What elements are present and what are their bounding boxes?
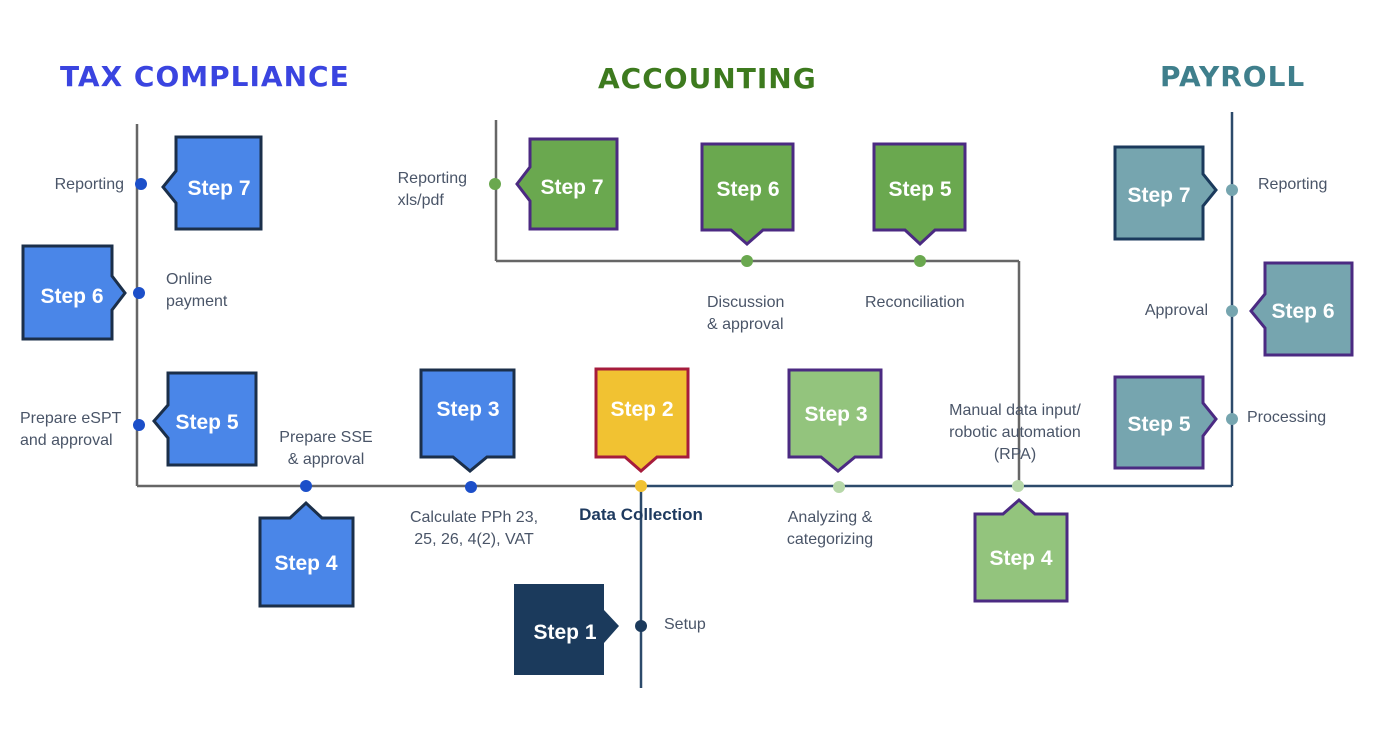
acc-step5-box: Step 5 [872,142,967,247]
pay-step6-label: Step 6 [1271,300,1334,323]
dot-tax-step4 [300,480,312,492]
accounting-title: ACCOUNTING [598,62,817,95]
payroll-title: PAYROLL [1160,60,1306,93]
pay-step5-desc: Processing [1247,409,1327,426]
step1-label: Step 1 [533,621,596,644]
pay-step7-desc: Reporting [1258,176,1328,193]
dot-pay-step6 [1226,305,1238,317]
acc-step6-box: Step 6 [700,142,795,246]
tax-step7-box: Step 7 [161,135,263,231]
dot-pay-step5 [1226,413,1238,425]
pay-step5-label: Step 5 [1127,413,1190,436]
step2-label: Step 2 [610,398,673,421]
tax-step7-desc: Reporting [54,176,124,193]
acc-step4-desc: Manual data input/ robotic automation (R… [949,402,1081,463]
acc-step7-label: Step 7 [540,176,603,199]
tax-step3-label: Step 3 [436,398,499,421]
dot-step2 [635,480,647,492]
tax-step4-desc: Prepare SSE & approval [279,429,373,468]
pay-step6-desc: Approval [1144,302,1208,319]
dot-acc-step4 [1012,480,1024,492]
pay-step6-box: Step 6 [1249,261,1354,357]
tax-step7-label: Step 7 [187,177,250,200]
dot-acc-step7 [489,178,501,190]
acc-step5-desc: Reconciliation [865,294,965,311]
dot-tax-step7 [135,178,147,190]
tax-step5-desc: Prepare eSPT and approval [20,410,122,449]
dot-step1 [635,620,647,632]
tax-step6-box: Step 6 [21,244,127,341]
timeline-dots [133,178,1238,632]
tax-step5-label: Step 5 [175,411,238,434]
tax-step3-box: Step 3 [419,368,516,473]
acc-step3-desc: Analyzing & categorizing [786,509,874,548]
data-collection-label: Data Collection [579,505,703,524]
tax-step6-label: Step 6 [40,285,103,308]
acc-step4-box: Step 4 [973,498,1069,603]
acc-step3-label: Step 3 [804,403,867,426]
pay-step7-box: Step 7 [1113,145,1218,241]
step2-box: Step 2 [594,367,690,473]
step1-desc: Setup [664,616,706,633]
tax-compliance-title: TAX COMPLIANCE [60,60,350,93]
tax-step4-box: Step 4 [258,500,355,608]
dot-pay-step7 [1226,184,1238,196]
acc-step7-box: Step 7 [515,137,619,231]
tax-step3-desc: Calculate PPh 23, 25, 26, 4(2), VAT [409,509,539,548]
acc-step5-label: Step 5 [888,178,951,201]
acc-step4-label: Step 4 [989,547,1052,570]
step1-box: Step 1 [514,584,619,675]
pay-step5-box: Step 5 [1113,375,1218,470]
acc-step7-desc: Reporting xls/pdf [397,170,467,209]
dot-tax-step3 [465,481,477,493]
acc-step6-label: Step 6 [716,178,779,201]
acc-step6-desc: Discussion & approval [707,294,785,333]
dot-tax-step6 [133,287,145,299]
acc-step3-box: Step 3 [787,368,883,473]
dot-acc-step5 [914,255,926,267]
dot-tax-step5 [133,419,145,431]
tax-step5-box: Step 5 [152,371,258,467]
pay-step7-label: Step 7 [1127,184,1190,207]
tax-step6-desc: Online payment [166,271,228,310]
step-boxes: Step 7 Step 6 Step 5 Step 4 Step 3 St [21,135,1354,675]
tax-step4-label: Step 4 [274,552,337,575]
dot-acc-step6 [741,255,753,267]
dot-acc-step3 [833,481,845,493]
